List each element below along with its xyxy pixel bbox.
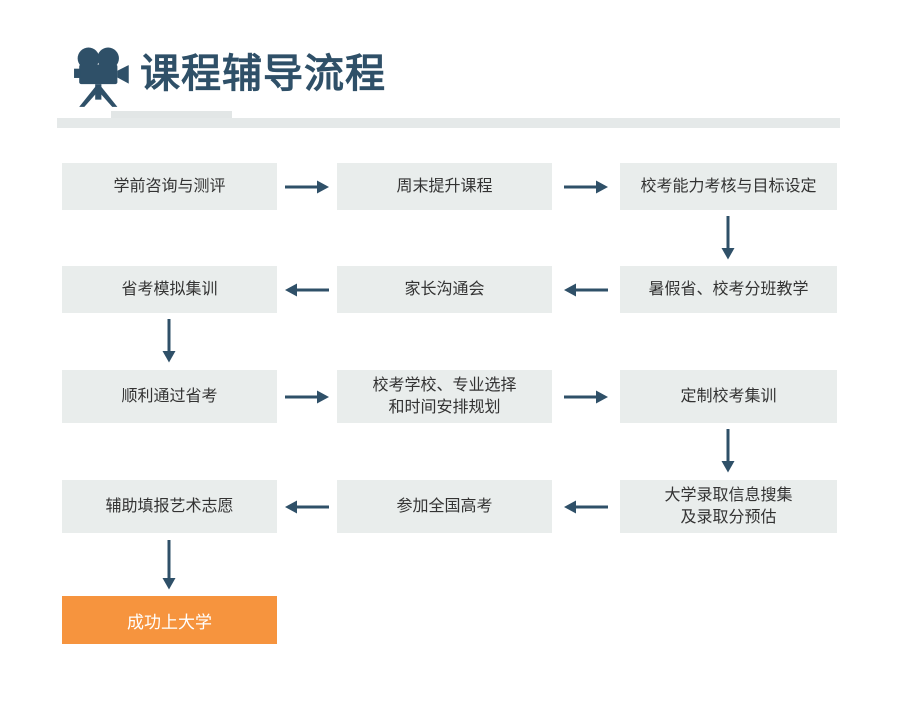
step-admission-info-estimate: 大学录取信息搜集 及录取分预估 (620, 480, 837, 533)
step-summer-class-teaching: 暑假省、校考分班教学 (620, 266, 837, 313)
step-pre-consult-assessment: 学前咨询与测评 (62, 163, 277, 210)
arrow-down-icon (721, 216, 735, 260)
arrow-down-icon (721, 429, 735, 473)
title-underline-tab (111, 111, 232, 119)
arrow-right-icon (564, 180, 608, 194)
step-national-gaokao: 参加全国高考 (337, 480, 552, 533)
arrow-left-icon (285, 500, 329, 514)
movie-camera-icon (74, 47, 129, 107)
step-success-university: 成功上大学 (62, 596, 277, 644)
step-school-major-selection: 校考学校、专业选择 和时间安排规划 (337, 370, 552, 423)
step-provincial-mock-training: 省考模拟集训 (62, 266, 277, 313)
arrow-right-icon (285, 180, 329, 194)
step-pass-provincial-exam: 顺利通过省考 (62, 370, 277, 423)
step-assist-art-application: 辅助填报艺术志愿 (62, 480, 277, 533)
arrow-left-icon (564, 500, 608, 514)
step-exam-ability-goal: 校考能力考核与目标设定 (620, 163, 837, 210)
arrow-down-icon (162, 319, 176, 363)
page-title: 课程辅导流程 (140, 52, 386, 96)
title-underline-bar (57, 118, 840, 128)
arrow-down-icon (162, 540, 176, 590)
step-custom-exam-training: 定制校考集训 (620, 370, 837, 423)
arrow-left-icon (564, 283, 608, 297)
arrow-right-icon (285, 390, 329, 404)
step-parent-meeting: 家长沟通会 (337, 266, 552, 313)
step-weekend-course: 周末提升课程 (337, 163, 552, 210)
arrow-right-icon (564, 390, 608, 404)
arrow-left-icon (285, 283, 329, 297)
